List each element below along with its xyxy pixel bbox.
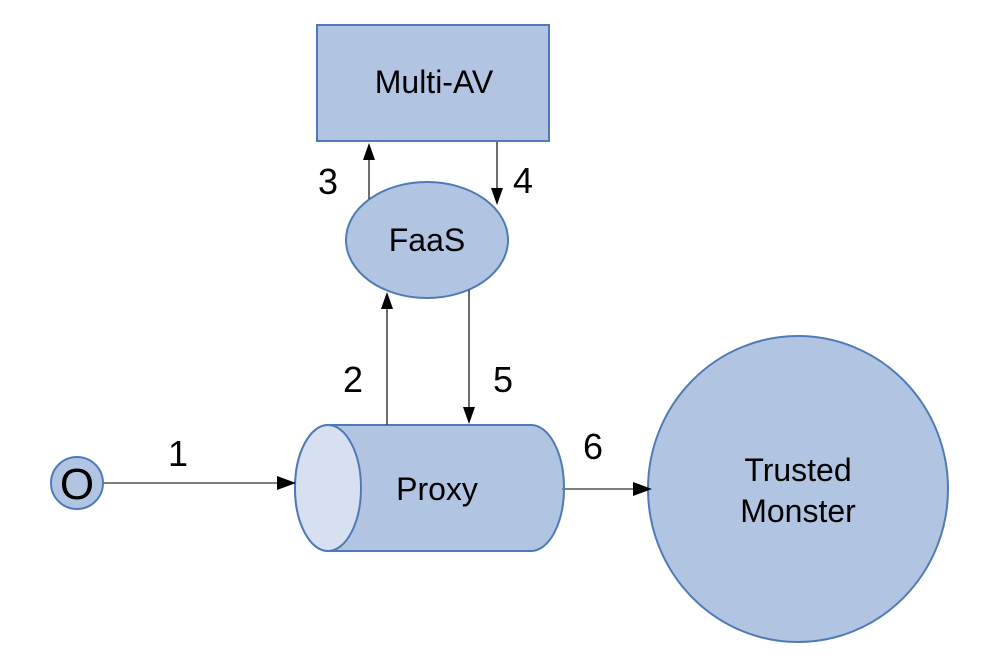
edge-1-arrowhead [277,476,296,490]
edge-3-arrowhead [363,143,375,160]
multi-av-node [316,24,550,142]
origin-node [50,456,104,510]
trusted-monster-node [647,335,949,643]
edge-4-arrowhead [491,188,503,205]
edge-2-arrowhead [381,292,393,309]
proxy-cap [294,424,362,552]
proxy-label: Proxy [396,471,478,507]
edge-5-arrowhead [463,407,475,424]
trusted-monster-label-line2: Monster [740,493,856,529]
origin-label: O [60,460,94,509]
edge-2-label: 2 [343,359,363,400]
trusted-monster-label-line1: Trusted [744,452,851,488]
faas-node [345,181,509,299]
edge-6-arrowhead [633,482,652,496]
faas-label: FaaS [389,222,465,258]
edge-5-label: 5 [493,359,513,400]
edge-4-label: 4 [513,160,533,201]
edge-6-label: 6 [583,426,603,467]
edge-1-label: 1 [168,433,188,474]
multi-av-label: Multi-AV [375,64,494,100]
edge-3-label: 3 [318,161,338,202]
